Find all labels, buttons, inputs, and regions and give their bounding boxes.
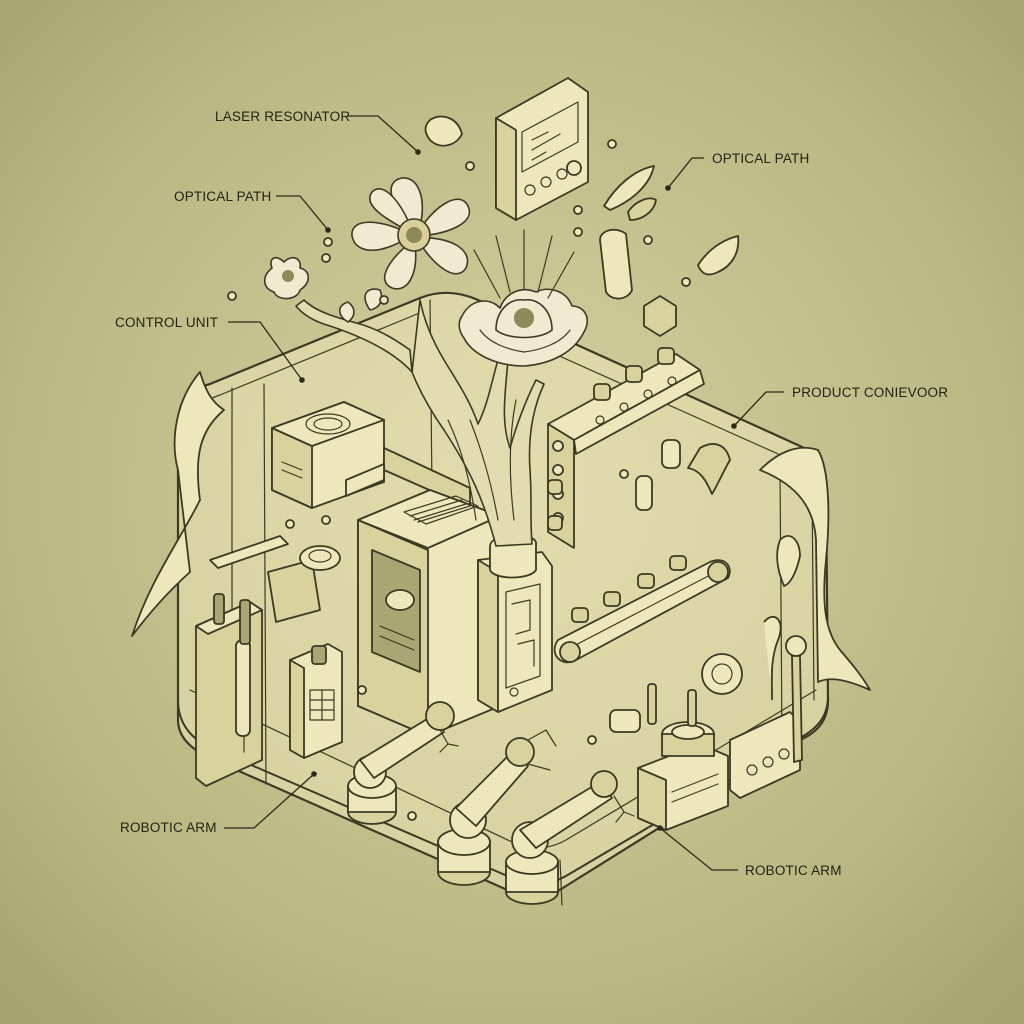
callout-laser-resonator-label: LASER RESONATOR bbox=[215, 109, 350, 124]
callout-robotic-arm-left-label: ROBOTIC ARM bbox=[120, 820, 217, 835]
large-flower bbox=[351, 177, 471, 290]
central-processor-machine bbox=[357, 489, 553, 737]
robotic-arm-right-unit bbox=[505, 770, 635, 905]
callout-robotic-arm-left: ROBOTIC ARM bbox=[120, 771, 317, 835]
callout-optical-path-left-label: OPTICAL PATH bbox=[174, 189, 271, 204]
conveyor-assembly bbox=[547, 347, 731, 664]
instrument-tower bbox=[289, 643, 343, 759]
callout-optical-path-right: OPTICAL PATH bbox=[665, 151, 809, 191]
callout-control-unit-label: CONTROL UNIT bbox=[115, 315, 218, 330]
robotic-arm-center-unit bbox=[437, 729, 557, 886]
right-machinery bbox=[609, 616, 807, 831]
small-flower bbox=[263, 256, 310, 300]
callout-robotic-arm-right-label: ROBOTIC ARM bbox=[745, 863, 842, 878]
robotic-arm-left-unit bbox=[347, 701, 459, 825]
lotus-flower bbox=[458, 288, 588, 367]
callout-optical-path-right-label: OPTICAL PATH bbox=[712, 151, 809, 166]
flower-tree bbox=[295, 288, 545, 547]
light-rays bbox=[473, 229, 575, 299]
callout-optical-path-left: OPTICAL PATH bbox=[174, 189, 331, 233]
callout-control-unit: CONTROL UNIT bbox=[115, 315, 305, 383]
fabric-sheets bbox=[131, 235, 871, 691]
floating-debris bbox=[227, 115, 801, 821]
callouts: LASER RESONATOR OPTICAL PATH OPTICAL PAT… bbox=[115, 109, 948, 878]
callout-product-conveyor: PRODUCT CONIEVOOR bbox=[731, 385, 948, 429]
floating-control-panel bbox=[495, 77, 589, 221]
left-instrument-cabinet bbox=[195, 535, 341, 787]
callout-laser-resonator: LASER RESONATOR bbox=[215, 109, 421, 155]
conveyor-products bbox=[547, 347, 687, 623]
callout-robotic-arm-right: ROBOTIC ARM bbox=[657, 825, 842, 878]
callout-product-conveyor-label: PRODUCT CONIEVOOR bbox=[792, 385, 948, 400]
